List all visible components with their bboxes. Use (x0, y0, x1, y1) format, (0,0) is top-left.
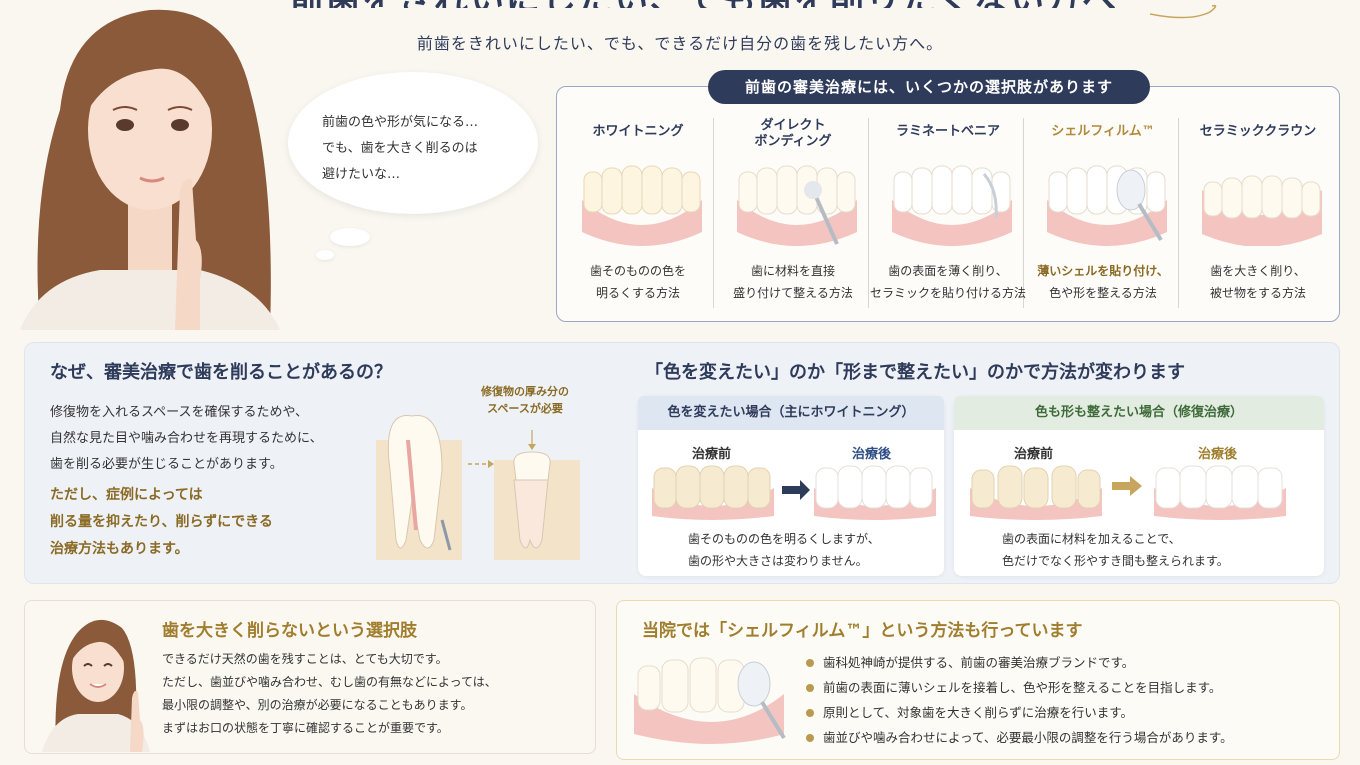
option-title: ホワイトニング (592, 124, 684, 139)
treatment-options-heading: 前歯の審美治療には、いくつかの選択肢があります (708, 70, 1150, 104)
option-title: ラミネートベニア (895, 124, 1000, 139)
no-cut-title: 歯を大きく削らないという選択肢 (162, 621, 417, 641)
thought-line: 前歯の色や形が気になる… (322, 115, 479, 130)
after-label: 治療後 (852, 447, 892, 462)
teeth-illustration (582, 165, 702, 246)
why-cut-highlight: ただし、症例によっては削る量を抑えたり、削らずにできる治療方法もあります。 (50, 487, 273, 557)
option-shellfilm: シェルフィルム™ 薄いシェルを貼り付け、色や形を整える方法 (1025, 100, 1181, 310)
thought-bubble-dot-large (330, 228, 370, 246)
bullet-dot (806, 733, 814, 742)
color-case-description: 歯そのものの色を明るくしますが、歯の形や大きさは変わりません。 (688, 532, 880, 568)
method-title: 「色を変えたい」のか「形まで整えたい」のかで方法が変わります (645, 362, 1185, 383)
before-label: 治療前 (1014, 447, 1054, 462)
option-laminate-veneer: ラミネートベニア 歯の表面を薄く削り、セラミックを貼り付ける方法 (870, 100, 1026, 310)
page-title: 前歯をきれいにしたい、でも歯を削りたくない方へ (290, 0, 1220, 8)
why-cut-title: なぜ、審美治療で歯を削ることがあるの？ (50, 362, 392, 383)
shellfilm-title: 当院では「シェルフィルム™」という方法も行っています (642, 621, 1083, 641)
option-title: セラミッククラウン (1199, 124, 1317, 139)
shape-case-description: 歯の表面に材料を加えることで、色だけでなく形やすき間も整えられます。 (1002, 532, 1229, 568)
divider (713, 118, 714, 308)
option-description: 薄いシェルを貼り付け、色や形を整える方法 (1037, 264, 1169, 300)
bullet-dot (806, 708, 814, 717)
before-label: 治療前 (692, 447, 732, 462)
whitening-before-after (652, 465, 936, 520)
option-description: 歯を大きく削り、被せ物をする方法 (1209, 264, 1306, 300)
option-description: 歯の表面を薄く削り、セラミックを貼り付ける方法 (870, 264, 1027, 300)
bullet-item: 歯並びや噛み合わせによって、必要最小限の調整を行う場合があります。 (806, 725, 1233, 750)
space-note: 修復物の厚み分のスペースが必要 (481, 385, 569, 415)
bullet-dot (806, 658, 814, 667)
bullet-item: 前歯の表面に薄いシェルを接着し、色や形を整えることを目指します。 (806, 675, 1233, 700)
title-flourish (1150, 4, 1217, 19)
option-whitening: ホワイトニング 歯そのものの色を明るくする方法 (560, 100, 716, 310)
teeth-crown-illustration (1202, 175, 1322, 246)
bullet-dot (806, 683, 814, 692)
after-label: 治療後 (1198, 447, 1238, 462)
woman-thinking-illustration (20, 9, 280, 330)
option-title: ダイレクトボンディング (754, 118, 832, 149)
divider (1023, 118, 1024, 308)
why-cut-body: 修復物を入れるスペースを確保するためや、自然な見た目や噛み合わせを再現するために… (50, 405, 323, 472)
divider (868, 118, 869, 308)
teeth-shell-illustration (1047, 165, 1167, 246)
restoration-before-after (970, 465, 1286, 520)
thought-line: 避けたいな… (322, 167, 401, 182)
option-description: 歯そのものの色を明るくする方法 (589, 264, 686, 300)
shellfilm-teeth-illustration (634, 657, 786, 744)
woman-pointing-illustration (42, 619, 150, 752)
bullet-item: 歯科処神崎が提供する、前歯の審美治療ブランドです。 (806, 650, 1233, 675)
option-direct-bonding: ダイレクトボンディング 歯に材料を直接盛り付けて整える方法 (715, 100, 871, 310)
teeth-with-tool-illustration (737, 165, 857, 246)
page-subtitle: 前歯をきれいにしたい、でも、できるだけ自分の歯を残したい方へ。 (416, 34, 944, 53)
teeth-veneer-illustration (892, 165, 1012, 246)
thought-bubble-text: 前歯の色や形が気になる… でも、歯を大きく削るのは 避けたいな… (322, 110, 522, 188)
tooth-cross-section-diagram (376, 414, 580, 560)
shape-case-header: 色も形も整えたい場合（修復治療） (954, 396, 1324, 430)
option-description: 歯に材料を直接盛り付けて整える方法 (733, 264, 853, 300)
no-cut-body: できるだけ天然の歯を残すことは、とても大切です。ただし、歯並びや噛み合わせ、むし… (162, 652, 497, 735)
option-ceramic-crown: セラミッククラウン 歯を大きく削り、被せ物をする方法 (1180, 100, 1336, 310)
thought-line: でも、歯を大きく削るのは (322, 141, 478, 156)
option-title: シェルフィルム™ (1051, 124, 1155, 139)
divider (1178, 118, 1179, 308)
shellfilm-bullets: 歯科処神崎が提供する、前歯の審美治療ブランドです。 前歯の表面に薄いシェルを接着… (806, 650, 1233, 750)
color-case-header: 色を変えたい場合（主にホワイトニング） (638, 396, 944, 430)
thought-bubble-dot-small (316, 250, 334, 260)
bullet-item: 原則として、対象歯を大きく削らずに治療を行います。 (806, 700, 1233, 725)
thought-bubble (288, 72, 538, 214)
